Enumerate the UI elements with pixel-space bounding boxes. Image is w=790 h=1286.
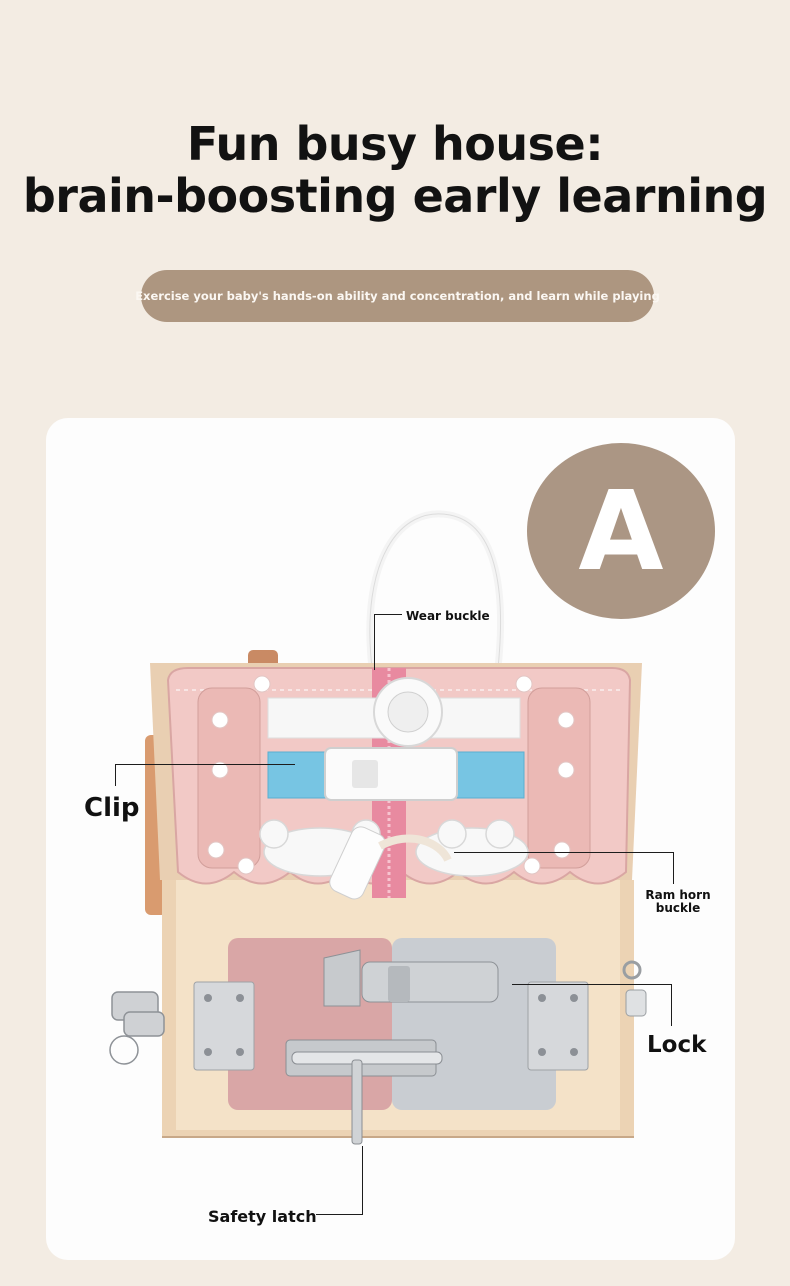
label-ram-horn-buckle: Ram horn buckle bbox=[645, 888, 711, 915]
headline: Fun busy house: brain-boosting early lea… bbox=[0, 118, 790, 222]
variant-badge: A bbox=[527, 443, 715, 619]
latch-bolt bbox=[291, 1051, 443, 1065]
label-safety-latch: Safety latch bbox=[208, 1207, 317, 1226]
clip-buckle bbox=[324, 747, 458, 801]
ram-horn-line bbox=[454, 852, 674, 853]
left-hinge bbox=[193, 981, 255, 1071]
headline-line-1: Fun busy house: bbox=[186, 117, 604, 171]
variant-letter: A bbox=[578, 467, 664, 595]
right-hinge bbox=[527, 981, 589, 1071]
label-lock: Lock bbox=[647, 1032, 707, 1058]
label-clip: Clip bbox=[84, 793, 140, 823]
lock-line bbox=[512, 984, 672, 985]
keys bbox=[109, 991, 165, 1065]
hasp-plate bbox=[323, 949, 361, 1007]
clip-line bbox=[115, 764, 295, 765]
label-wear-buckle: Wear buckle bbox=[406, 609, 490, 623]
hasp-lever bbox=[361, 961, 499, 1003]
subtitle-text: Exercise your baby's hands-on ability an… bbox=[135, 289, 660, 303]
safety-latch-line bbox=[362, 1146, 363, 1214]
rope-handle bbox=[366, 510, 505, 672]
headline-line-2: brain-boosting early learning bbox=[22, 169, 768, 223]
latch-handle bbox=[351, 1059, 363, 1145]
ram-horn-toggle bbox=[329, 826, 386, 900]
subtitle-pill: Exercise your baby's hands-on ability an… bbox=[135, 270, 660, 322]
wear-buckle-line bbox=[374, 614, 375, 670]
